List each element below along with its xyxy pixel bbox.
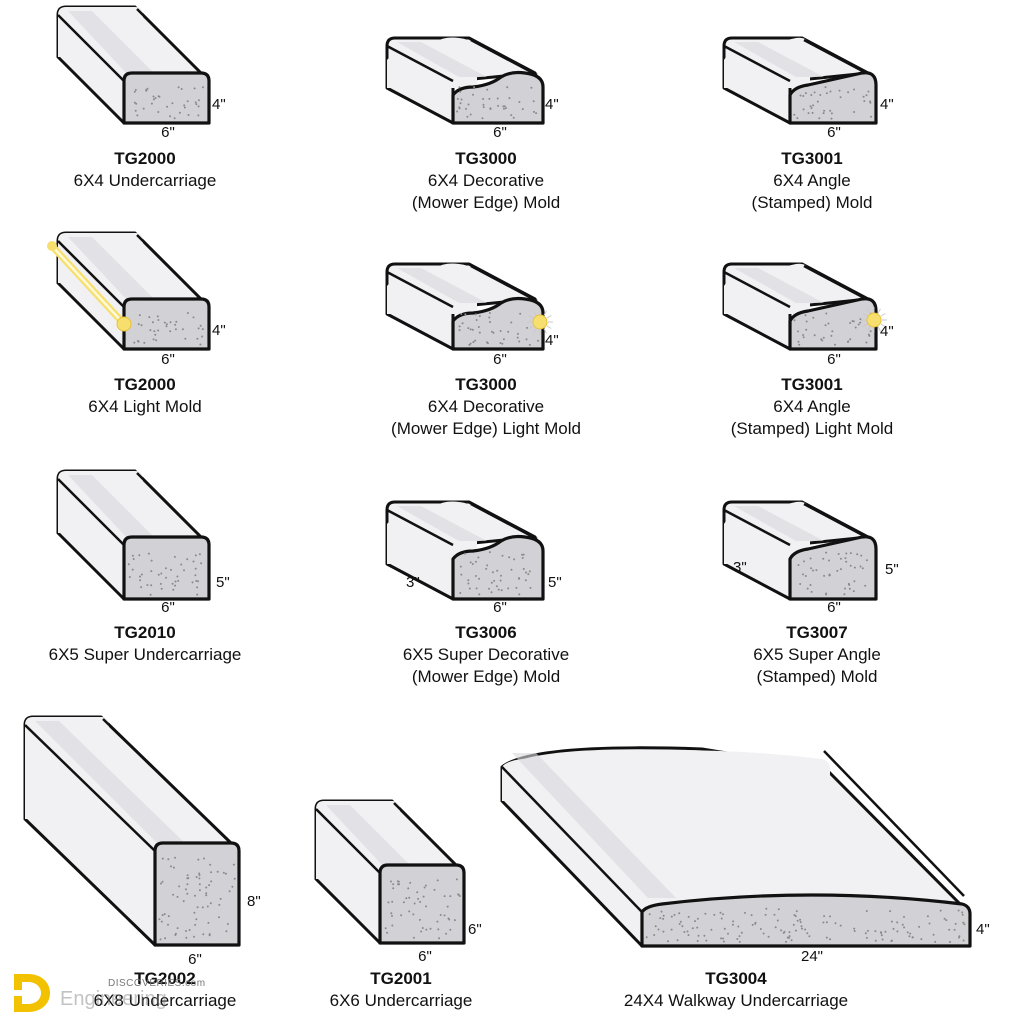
width-dimension: 6"	[827, 124, 841, 141]
curb-profile-tg3006-7: 6" 5" 3"	[385, 500, 562, 616]
product-code: TG2002	[134, 969, 196, 988]
product-label: TG3000 6X4 Decorative (Mower Edge) Mold	[316, 148, 656, 214]
product-description: (Stamped) Mold	[751, 193, 873, 212]
height-dimension: 4"	[212, 322, 226, 339]
cross-section	[640, 893, 972, 948]
curb-profile-tg2002-9: 6" 8"	[23, 715, 261, 968]
width-dimension: 6"	[493, 124, 507, 141]
product-label: TG2001 6X6 Undercarriage	[231, 968, 571, 1012]
curb-profile-tg3001-5: 6" 4"	[722, 262, 894, 368]
product-code: TG3004	[705, 969, 767, 988]
product-description: 6X4 Angle	[773, 397, 851, 416]
product-code: TG2000	[114, 375, 176, 394]
product-description: 6X5 Super Undercarriage	[48, 645, 242, 664]
product-label: TG3001 6X4 Angle (Stamped) Mold	[642, 148, 982, 214]
cross-section	[788, 535, 878, 601]
cross-section	[378, 863, 466, 945]
side-dimension: 3"	[733, 559, 747, 576]
product-description: (Stamped) Mold	[756, 667, 878, 686]
width-dimension: 6"	[161, 124, 175, 141]
product-description: 6X4 Undercarriage	[73, 171, 217, 190]
curb-profile-tg3000-1: 6" 4"	[385, 36, 559, 141]
height-dimension: 4"	[545, 332, 559, 349]
brand-watermark: DISCOVERIES.com Engineering	[8, 968, 238, 1018]
watermark-line2: Engineering	[60, 988, 167, 1010]
product-code: TG3000	[455, 375, 517, 394]
light-fixture-icon	[116, 316, 132, 332]
light-fixture-icon	[866, 312, 882, 328]
width-dimension: 6"	[418, 948, 432, 965]
product-description: 6X6 Undercarriage	[329, 991, 473, 1010]
product-code: TG3001	[781, 149, 843, 168]
light-fixture-icon	[532, 314, 548, 330]
product-code: TG3001	[781, 375, 843, 394]
cross-section	[788, 297, 878, 351]
height-dimension: 4"	[212, 96, 226, 113]
curb-profile-tg2001-10: 6" 6"	[314, 799, 482, 965]
product-label: TG3006 6X5 Super Decorative (Mower Edge) M…	[316, 622, 656, 688]
side-dimension: 3"	[406, 574, 420, 591]
product-label: TG3000 6X4 Decorative (Mower Edge) Light M…	[316, 374, 656, 440]
product-label: TG3001 6X4 Angle (Stamped) Light Mold	[642, 374, 982, 440]
product-code: TG3007	[786, 623, 848, 642]
cross-section	[451, 296, 545, 351]
width-dimension: 6"	[493, 599, 507, 616]
cross-section	[788, 71, 878, 125]
width-dimension: 6"	[493, 351, 507, 368]
height-dimension: 4"	[545, 96, 559, 113]
logo-icon	[14, 974, 50, 1012]
product-description: 6X5 Super Angle	[753, 645, 881, 664]
product-code: TG3000	[455, 149, 517, 168]
cross-section	[451, 534, 545, 601]
product-code: TG2000	[114, 149, 176, 168]
width-dimension: 24"	[801, 948, 823, 965]
watermark-line1: DISCOVERIES.com	[108, 978, 206, 989]
product-label: TG2010 6X5 Super Undercarriage	[0, 622, 315, 666]
product-description: 6X4 Decorative	[427, 171, 545, 190]
product-code: TG2001	[370, 969, 432, 988]
light-glow-icon	[47, 241, 57, 251]
width-dimension: 6"	[827, 351, 841, 368]
product-code: TG3006	[455, 623, 517, 642]
curb-profile-tg3007-8: 6" 5" 3"	[722, 500, 899, 616]
width-dimension: 6"	[188, 951, 202, 968]
curb-profile-tg3004-11: 24" 4"	[500, 746, 990, 965]
product-label: TG3004 24X4 Walkway Undercarriage	[566, 968, 906, 1012]
product-label: TG3007 6X5 Super Angle (Stamped) Mold	[647, 622, 987, 688]
product-description: (Mower Edge) Mold	[411, 667, 561, 686]
width-dimension: 6"	[161, 351, 175, 368]
product-description: 6X4 Decorative	[427, 397, 545, 416]
product-description: 6X8 Undercarriage	[93, 991, 237, 1010]
height-dimension: 4"	[880, 96, 894, 113]
height-dimension: 5"	[885, 561, 899, 578]
curb-profile-tg2000-3: 6" 4"	[47, 231, 226, 368]
product-label: TG2000 6X4 Light Mold	[0, 374, 315, 418]
height-dimension: 6"	[468, 921, 482, 938]
height-dimension: 5"	[216, 574, 230, 591]
height-dimension: 4"	[976, 921, 990, 938]
curb-profile-tg3000-4: 6" 4"	[385, 262, 559, 368]
cross-section	[122, 71, 211, 125]
curb-profile-tg3001-2: 6" 4"	[722, 36, 894, 141]
product-label: TG2000 6X4 Undercarriage	[0, 148, 315, 192]
height-dimension: 4"	[880, 323, 894, 340]
height-dimension: 8"	[247, 893, 261, 910]
cross-section	[153, 841, 241, 947]
product-label: TG2002 6X8 Undercarriage	[0, 968, 335, 1012]
width-dimension: 6"	[827, 599, 841, 616]
product-description: (Mower Edge) Mold	[411, 193, 561, 212]
product-description: 24X4 Walkway Undercarriage	[623, 991, 849, 1010]
height-dimension: 5"	[548, 574, 562, 591]
product-description: (Stamped) Light Mold	[730, 419, 894, 438]
curb-profile-tg2010-6: 6" 5"	[56, 469, 230, 616]
curb-profile-tg2000-0: 6" 4"	[56, 5, 226, 141]
product-description: 6X4 Light Mold	[88, 397, 202, 416]
product-description: (Mower Edge) Light Mold	[391, 419, 581, 438]
width-dimension: 6"	[161, 599, 175, 616]
product-description: 6X4 Angle	[773, 171, 851, 190]
product-code: TG2010	[114, 623, 176, 642]
product-description: 6X5 Super Decorative	[402, 645, 570, 664]
